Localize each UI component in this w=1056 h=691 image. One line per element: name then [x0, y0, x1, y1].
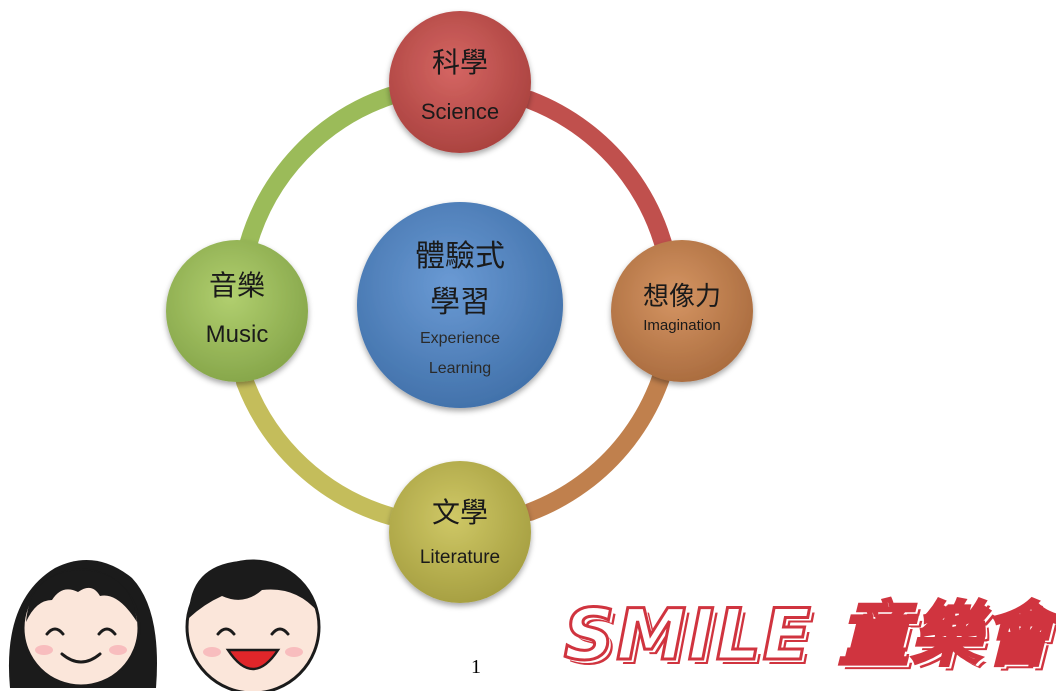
science-circle — [389, 11, 531, 153]
music-zh-label: 音樂 — [209, 269, 265, 302]
music-en-label: Music — [206, 321, 269, 348]
page-number: 1 — [471, 656, 481, 678]
center-circle — [357, 202, 563, 408]
imagination-zh-label: 想像力 — [643, 282, 721, 312]
imagination-circle — [611, 240, 753, 382]
center-zh-line1: 體驗式 — [415, 239, 505, 274]
science-zh-label: 科學 — [432, 46, 488, 79]
smiling-girl-face-icon — [8, 560, 157, 688]
science-en-label: Science — [421, 99, 499, 124]
ring-arc-literature-music — [236, 373, 399, 525]
center-en-line1: Experience — [420, 330, 500, 347]
center-en-line2: Learning — [429, 360, 491, 377]
music-circle — [166, 240, 308, 382]
literature-zh-label: 文學 — [432, 496, 488, 529]
laughing-boy-face-icon — [185, 559, 321, 691]
center-zh-line2: 學習 — [430, 285, 490, 320]
imagination-en-label: Imagination — [643, 317, 721, 334]
ring-arc-music-science — [239, 87, 399, 254]
smile-logo: SMILE 童樂會 — [563, 593, 1055, 678]
literature-circle — [389, 461, 531, 603]
literature-en-label: Literature — [420, 547, 500, 568]
